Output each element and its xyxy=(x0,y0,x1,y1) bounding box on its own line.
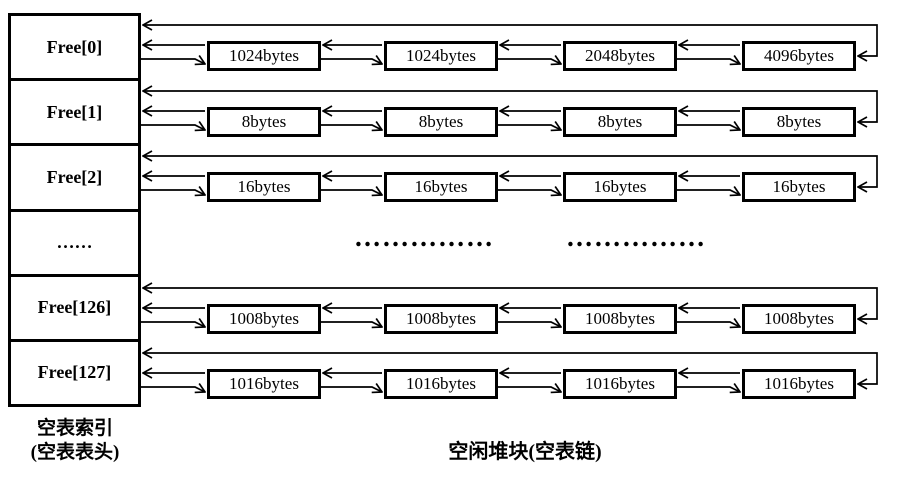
next-pointer-arrow xyxy=(498,322,561,327)
heap-block: 1016bytes xyxy=(207,369,321,399)
next-pointer-arrow xyxy=(677,125,740,130)
heap-block: 8bytes xyxy=(563,107,677,137)
heap-block: 1008bytes xyxy=(384,304,498,334)
next-pointer-arrow xyxy=(141,59,205,64)
next-pointer-arrow xyxy=(321,125,382,130)
heap-block: 16bytes xyxy=(207,172,321,202)
index-caption-line1: 空表索引 xyxy=(36,418,113,439)
next-pointer-arrow xyxy=(498,387,561,392)
index-column-caption: 空表索引 (空表表头) xyxy=(0,417,150,465)
ellipsis-dots: …………… xyxy=(566,222,706,252)
heap-block: 1008bytes xyxy=(742,304,856,334)
heap-block: 1016bytes xyxy=(563,369,677,399)
heap-block: 8bytes xyxy=(384,107,498,137)
next-pointer-arrow xyxy=(141,125,205,130)
next-pointer-arrow xyxy=(498,125,561,130)
heap-block: 16bytes xyxy=(742,172,856,202)
ellipsis-dots: …………… xyxy=(354,222,494,252)
next-pointer-arrow xyxy=(677,387,740,392)
heap-chain-caption: 空闲堆块(空表链) xyxy=(448,441,602,463)
free-index-cell-0: Free[0] xyxy=(46,36,103,57)
next-pointer-arrow xyxy=(321,59,382,64)
next-pointer-arrow xyxy=(141,322,205,327)
free-list-index-column: Free[0] Free[1] Free[2] …… Free[126] Fre… xyxy=(8,13,141,407)
next-pointer-arrow xyxy=(498,190,561,195)
heap-block: 4096bytes xyxy=(742,41,856,71)
free-index-cell-2: Free[2] xyxy=(11,143,138,208)
heap-block: 16bytes xyxy=(563,172,677,202)
heap-block: 1016bytes xyxy=(384,369,498,399)
next-pointer-arrow xyxy=(677,59,740,64)
heap-block: 16bytes xyxy=(384,172,498,202)
heap-block: 8bytes xyxy=(742,107,856,137)
free-index-cell-ellipsis: …… xyxy=(11,208,138,274)
next-pointer-arrow xyxy=(677,190,740,195)
heap-block: 1016bytes xyxy=(742,369,856,399)
next-pointer-arrow xyxy=(498,59,561,64)
heap-block: 1024bytes xyxy=(384,41,498,71)
free-index-cell-1: Free[1] xyxy=(11,78,138,143)
next-pointer-arrow xyxy=(321,387,382,392)
free-index-cell-127: Free[127] xyxy=(11,338,138,404)
index-caption-line2: (空表表头) xyxy=(30,442,120,463)
next-pointer-arrow xyxy=(321,322,382,327)
next-pointer-arrow xyxy=(141,190,205,195)
heap-block: 1008bytes xyxy=(207,304,321,334)
heap-block: 8bytes xyxy=(207,107,321,137)
heap-block: 2048bytes xyxy=(563,41,677,71)
next-pointer-arrow xyxy=(321,190,382,195)
heap-block: 1008bytes xyxy=(563,304,677,334)
next-pointer-arrow xyxy=(141,387,205,392)
free-index-cell-126: Free[126] xyxy=(11,273,138,339)
next-pointer-arrow xyxy=(677,322,740,327)
heap-block: 1024bytes xyxy=(207,41,321,71)
